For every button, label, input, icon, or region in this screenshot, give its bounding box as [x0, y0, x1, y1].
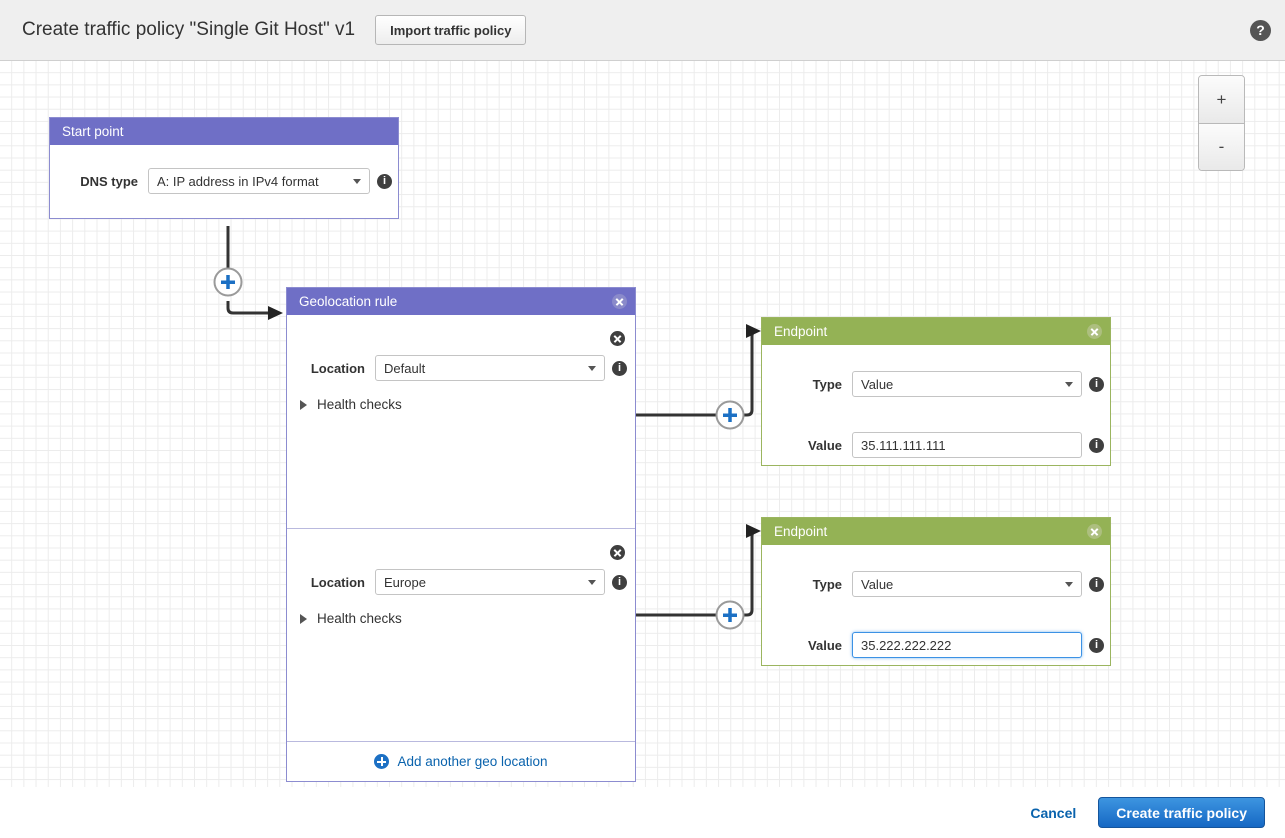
cancel-button[interactable]: Cancel: [1030, 804, 1077, 821]
endpoint-node[interactable]: Endpoint Type Value i Value 35.111.111.1…: [761, 317, 1111, 466]
endpoint-value-label: Value: [808, 437, 842, 453]
import-traffic-policy-button[interactable]: Import traffic policy: [375, 15, 527, 45]
connector-node-start[interactable]: [213, 267, 243, 297]
endpoint-value-info-icon[interactable]: i: [1089, 637, 1104, 653]
location-row: Location Europe i: [287, 569, 635, 595]
geo-location-section: Location Europe i Health checks: [287, 528, 635, 741]
chevron-right-icon: [300, 399, 307, 410]
endpoint-value-text: 35.111.111.111: [861, 437, 946, 453]
endpoint-type-select[interactable]: Value: [852, 371, 1082, 397]
add-geo-location-label[interactable]: Add another geo location: [397, 754, 548, 769]
create-traffic-policy-button[interactable]: Create traffic policy: [1098, 797, 1265, 828]
zoom-controls[interactable]: + -: [1198, 75, 1245, 171]
endpoint-node[interactable]: Endpoint Type Value i Value 35.222.222.2…: [761, 517, 1111, 666]
geolocation-rule-title: Geolocation rule: [299, 294, 398, 309]
endpoint-title: Endpoint: [774, 524, 828, 539]
plus-icon: [374, 754, 390, 769]
endpoint-header: Endpoint: [762, 518, 1110, 545]
geolocation-rule-body: Location Default i Health checks: [287, 315, 635, 781]
endpoint-value-text: 35.222.222.222: [861, 637, 952, 653]
endpoint-value-info-icon[interactable]: i: [1089, 437, 1104, 453]
location-label: Location: [310, 574, 365, 590]
geolocation-rule-node[interactable]: Geolocation rule Location Default i: [286, 287, 636, 782]
connector-lines: [226, 226, 761, 617]
endpoint-type-label: Type: [812, 576, 842, 592]
connector-node-endpoint-1[interactable]: [715, 400, 745, 430]
bottom-action-bar: Cancel Create traffic policy: [0, 787, 1285, 838]
page-title: Create traffic policy "Single Git Host" …: [22, 19, 356, 40]
policy-canvas[interactable]: Start point DNS type A: IP address in IP…: [0, 61, 1285, 787]
chevron-right-icon: [300, 613, 307, 624]
geolocation-rule-header: Geolocation rule: [287, 288, 635, 315]
connector-nodes[interactable]: [0, 61, 1285, 787]
endpoint-value-label: Value: [808, 637, 842, 653]
chevron-down-icon: [588, 580, 596, 585]
location-value: Europe: [384, 574, 426, 590]
endpoint-type-value: Value: [861, 376, 894, 392]
dns-type-value: A: IP address in IPv4 format: [157, 173, 319, 189]
endpoint-value-row: Value 35.222.222.222 i: [762, 632, 1110, 658]
endpoint-body: Type Value i Value 35.111.111.111 i: [762, 345, 1110, 465]
close-icon[interactable]: [1087, 324, 1102, 339]
dns-type-select[interactable]: A: IP address in IPv4 format: [148, 168, 370, 194]
remove-geo-location-icon[interactable]: [610, 331, 625, 346]
endpoint-type-row: Type Value i: [762, 371, 1110, 397]
location-label: Location: [310, 360, 365, 376]
location-row: Location Default i: [287, 355, 635, 381]
health-checks-label: Health checks: [317, 611, 402, 626]
help-icon[interactable]: ?: [1250, 20, 1271, 41]
start-point-title: Start point: [62, 124, 124, 139]
endpoint-type-info-icon[interactable]: i: [1089, 376, 1104, 392]
endpoint-value-row: Value 35.111.111.111 i: [762, 432, 1110, 458]
geo-location-section: Location Default i Health checks: [287, 315, 635, 528]
endpoint-type-select[interactable]: Value: [852, 571, 1082, 597]
dns-type-info-icon[interactable]: i: [377, 173, 392, 189]
dns-type-label: DNS type: [80, 173, 138, 189]
chevron-down-icon: [353, 179, 361, 184]
dns-type-row: DNS type A: IP address in IPv4 format i: [50, 168, 400, 194]
endpoint-type-label: Type: [812, 376, 842, 392]
zoom-in-button[interactable]: +: [1199, 76, 1244, 123]
endpoint-title: Endpoint: [774, 324, 828, 339]
start-point-header: Start point: [50, 118, 398, 145]
close-icon[interactable]: [1087, 524, 1102, 539]
top-bar: Create traffic policy "Single Git Host" …: [0, 0, 1285, 61]
endpoint-type-row: Type Value i: [762, 571, 1110, 597]
endpoint-type-value: Value: [861, 576, 894, 592]
chevron-down-icon: [588, 366, 596, 371]
endpoint-header: Endpoint: [762, 318, 1110, 345]
chevron-down-icon: [1065, 382, 1073, 387]
health-checks-toggle[interactable]: Health checks: [300, 611, 402, 626]
endpoint-body: Type Value i Value 35.222.222.222 i: [762, 545, 1110, 665]
location-info-icon[interactable]: i: [612, 574, 627, 590]
start-point-node[interactable]: Start point DNS type A: IP address in IP…: [49, 117, 399, 219]
close-icon[interactable]: [612, 294, 627, 309]
location-info-icon[interactable]: i: [612, 360, 627, 376]
health-checks-toggle[interactable]: Health checks: [300, 397, 402, 412]
zoom-out-button[interactable]: -: [1199, 123, 1244, 170]
endpoint-value-input[interactable]: 35.111.111.111: [852, 432, 1082, 458]
endpoint-type-info-icon[interactable]: i: [1089, 576, 1104, 592]
location-select[interactable]: Europe: [375, 569, 605, 595]
start-point-body: DNS type A: IP address in IPv4 format i: [50, 145, 398, 218]
connector-node-endpoint-2[interactable]: [715, 600, 745, 630]
location-value: Default: [384, 360, 426, 376]
health-checks-label: Health checks: [317, 397, 402, 412]
location-select[interactable]: Default: [375, 355, 605, 381]
chevron-down-icon: [1065, 582, 1073, 587]
endpoint-value-input[interactable]: 35.222.222.222: [852, 632, 1082, 658]
add-geo-location-row[interactable]: Add another geo location: [287, 741, 635, 781]
remove-geo-location-icon[interactable]: [610, 545, 625, 560]
